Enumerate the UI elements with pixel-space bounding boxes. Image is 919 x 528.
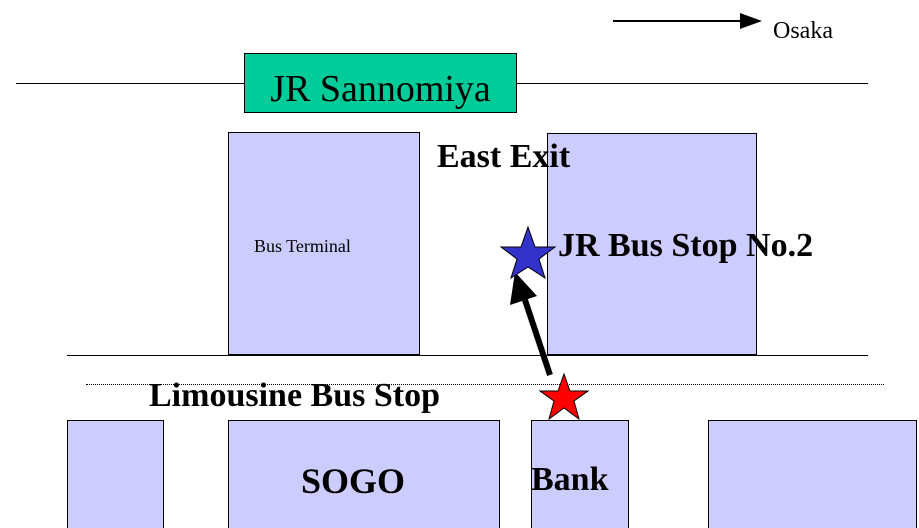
railway-line-left	[16, 83, 244, 84]
railway-line-right	[517, 83, 868, 84]
limousine-bus-stop-label: Limousine Bus Stop	[149, 377, 440, 414]
building-east	[547, 133, 757, 355]
right-arrow-icon	[613, 13, 762, 29]
building-bank	[531, 420, 629, 528]
east-exit-label: East Exit	[437, 138, 571, 175]
building-sogo	[228, 420, 500, 528]
sogo-label: SOGO	[301, 461, 406, 501]
road-edge-dotted	[86, 384, 884, 385]
jr-bus-stop-label: JR Bus Stop No.2	[558, 227, 814, 264]
bus-terminal-label: Bus Terminal	[254, 236, 351, 256]
bank-label: Bank	[531, 461, 609, 498]
red-star-icon	[538, 372, 590, 421]
road-line	[67, 355, 868, 356]
building-bus-terminal	[228, 132, 420, 355]
station-jr-sannomiya: JR Sannomiya	[244, 53, 517, 113]
building-lower-right	[708, 420, 917, 528]
building-lower-left	[67, 420, 164, 528]
blue-star-icon	[499, 225, 557, 280]
route-arrow-icon	[510, 272, 553, 376]
osaka-label: Osaka	[773, 18, 833, 44]
